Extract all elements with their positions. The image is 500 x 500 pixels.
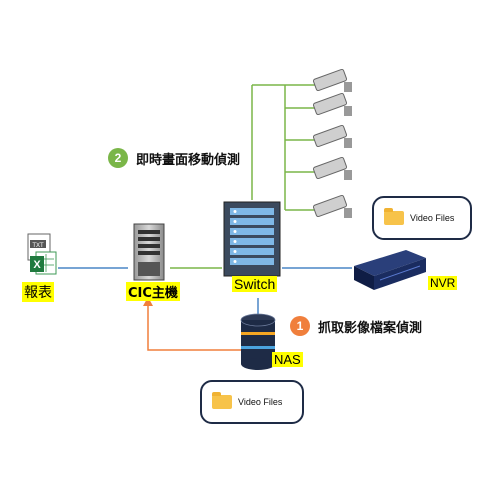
step-2-text: 即時畫面移動偵測 xyxy=(136,152,241,168)
nas-label: NAS xyxy=(272,352,303,367)
camera-5 xyxy=(312,194,352,218)
link-nas-cic xyxy=(147,303,245,351)
nvr-bubble-text: Video Files xyxy=(410,213,455,223)
cctv-camera-icon xyxy=(312,68,352,218)
step-2-number: 2 xyxy=(108,148,128,168)
excel-badge: X xyxy=(33,259,41,271)
nvr-video-files-bubble: Video Files xyxy=(372,196,472,240)
txt-badge: TXT xyxy=(32,243,44,249)
nas-video-files-bubble: Video Files xyxy=(200,380,304,424)
nvr-label: NVR xyxy=(428,276,458,290)
camera-4 xyxy=(312,156,352,180)
step-1-text: 抓取影像檔案偵測 xyxy=(318,320,423,336)
step-1: 1 抓取影像檔案偵測 xyxy=(290,316,422,336)
folder-icon xyxy=(384,208,404,225)
server-tower-icon xyxy=(133,223,165,281)
nas-node xyxy=(238,312,278,372)
cic-label: CIC主機 xyxy=(126,282,180,301)
cameras xyxy=(310,68,360,228)
switch-label: Switch xyxy=(232,276,278,292)
report-node: TXT X xyxy=(18,232,58,276)
nas-bubble-text: Video Files xyxy=(238,397,283,407)
step-1-number: 1 xyxy=(290,316,310,336)
switch-node xyxy=(222,200,282,278)
step-2: 2 即時畫面移動偵測 xyxy=(108,148,240,168)
camera-3 xyxy=(312,124,352,148)
cic-node xyxy=(128,222,170,282)
folder-icon xyxy=(212,392,232,409)
nvr-node xyxy=(350,244,430,296)
network-switch-icon xyxy=(223,201,281,277)
report-label: 報表 xyxy=(22,282,54,302)
nvr-recorder-icon xyxy=(354,250,426,290)
nas-storage-icon xyxy=(240,313,276,370)
camera-2 xyxy=(312,92,352,116)
excel-report-icon: TXT X xyxy=(27,233,57,275)
camera-1 xyxy=(312,68,352,92)
